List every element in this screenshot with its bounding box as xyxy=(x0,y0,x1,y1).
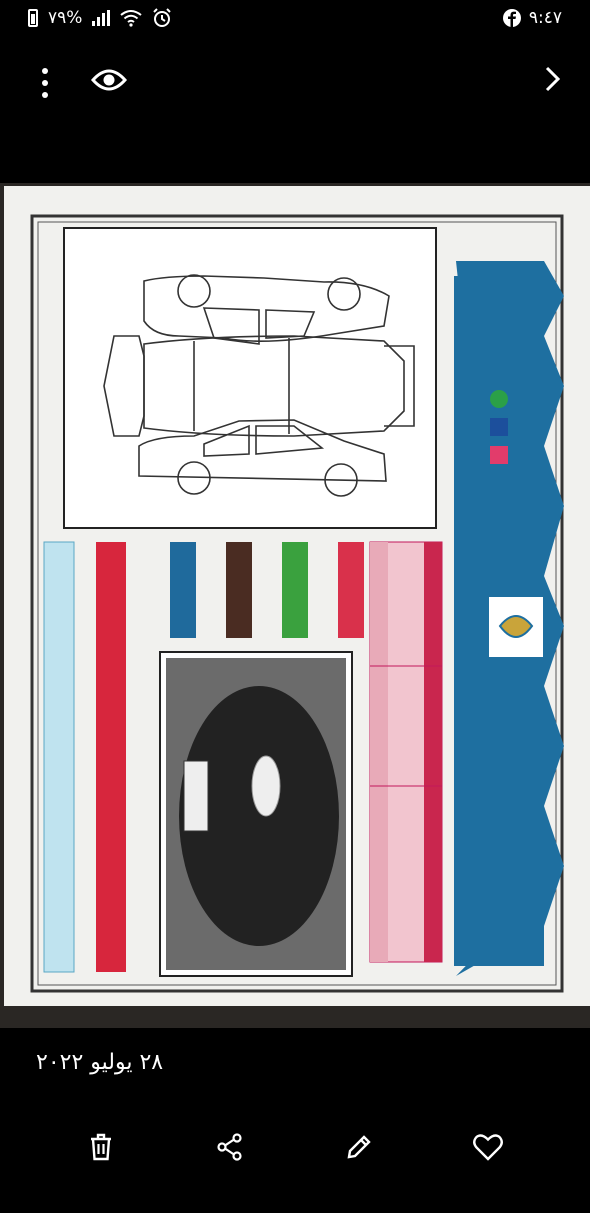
eye-icon[interactable] xyxy=(91,66,127,94)
status-right: ٩:٤٧ xyxy=(502,8,562,28)
edit-button[interactable] xyxy=(334,1122,384,1172)
signal-icon xyxy=(92,10,111,26)
status-left: ٧٩% xyxy=(28,8,172,28)
battery-level: ٧٩% xyxy=(48,8,83,28)
heart-icon xyxy=(473,1134,503,1161)
delete-button[interactable] xyxy=(76,1122,126,1172)
status-bar: ٧٩% ٩:٤٧ xyxy=(0,0,590,38)
share-icon xyxy=(217,1133,242,1161)
bottom-actions xyxy=(0,1122,590,1172)
photo-image xyxy=(0,183,590,1028)
chevron-right-icon[interactable] xyxy=(542,64,562,94)
alarm-icon xyxy=(153,8,172,27)
clock: ٩:٤٧ xyxy=(528,8,562,28)
pencil-icon xyxy=(347,1135,371,1159)
battery-icon xyxy=(28,9,38,27)
viewer-toolbar xyxy=(0,48,590,114)
share-button[interactable] xyxy=(205,1122,255,1172)
trash-icon xyxy=(91,1133,111,1161)
photo-date: ٢٨ يوليو ٢٠٢٢ xyxy=(36,1050,164,1075)
favorite-button[interactable] xyxy=(463,1122,513,1172)
wifi-icon xyxy=(120,10,143,27)
facebook-icon xyxy=(502,9,521,27)
inspection-sheet xyxy=(4,186,590,1006)
sheet-drawing xyxy=(30,214,564,993)
more-options-icon[interactable] xyxy=(42,68,50,98)
